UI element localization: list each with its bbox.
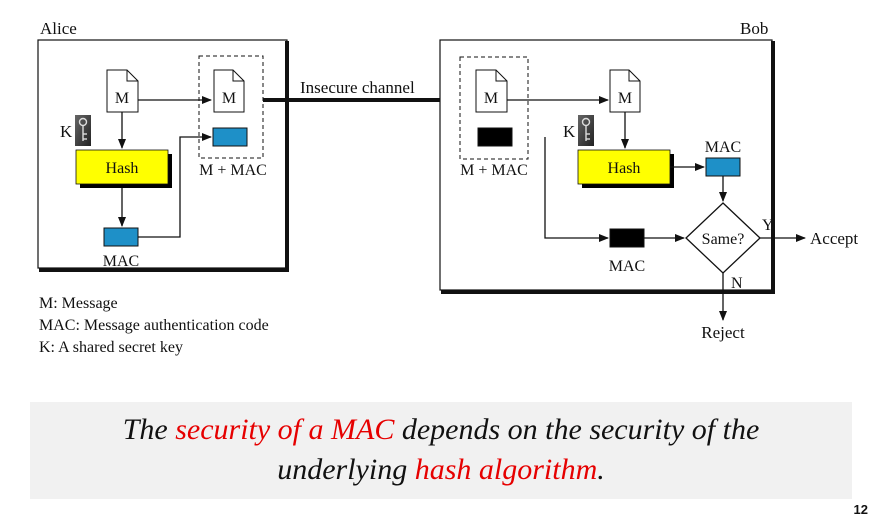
legend-line-key: K: A shared secret key xyxy=(39,339,183,356)
legend: M: Message MAC: Message authentication c… xyxy=(39,295,269,356)
bob-received-group: M xyxy=(459,56,529,160)
alice-arrows xyxy=(118,96,212,238)
caption-highlight-mac: security of a MAC xyxy=(175,413,395,446)
alice-mac-box xyxy=(103,227,139,247)
mac-diagram: Alice M K Hash MAC M M + MAC xyxy=(37,19,858,356)
bob-mac-bottom-label: MAC xyxy=(609,258,645,275)
alice-message-mac-group: M xyxy=(198,55,264,159)
bob-key-label: K xyxy=(563,122,576,141)
alice-pair-message-label: M xyxy=(222,90,236,107)
bob-title: Bob xyxy=(740,19,768,38)
bob-message-label: M xyxy=(618,90,632,107)
alice-message-label: M xyxy=(115,90,129,107)
bob-hash-box: Hash xyxy=(577,149,674,188)
caption-box: The security of a MAC depends on the sec… xyxy=(30,402,852,499)
alice-hash-box: Hash xyxy=(75,149,172,188)
yes-label: Y xyxy=(762,217,774,234)
alice-key-label: K xyxy=(60,122,73,141)
bob-arrows xyxy=(507,96,806,321)
alice-key-icon xyxy=(75,115,91,146)
compare-label: Same? xyxy=(702,231,745,248)
bob-computed-mac-box xyxy=(705,157,741,177)
caption-text: . xyxy=(597,453,605,486)
caption-line-2: underlying hash algorithm. xyxy=(30,450,852,490)
bob-hash-label: Hash xyxy=(608,160,641,177)
legend-line-message: M: Message xyxy=(39,295,118,312)
reject-label: Reject xyxy=(701,323,745,342)
legend-line-mac: MAC: Message authentication code xyxy=(39,317,269,334)
bob-message-doc: M xyxy=(609,69,641,113)
caption-text: The xyxy=(122,413,176,446)
alice-hash-label: Hash xyxy=(106,160,139,177)
bob-pair-label: M + MAC xyxy=(460,162,528,179)
caption-highlight-hash: hash algorithm xyxy=(414,453,598,486)
page-number: 12 xyxy=(853,502,868,517)
bob-received-mac-box xyxy=(609,228,645,248)
caption-line-1: The security of a MAC depends on the sec… xyxy=(30,410,852,450)
caption-text: underlying xyxy=(277,453,415,486)
accept-label: Accept xyxy=(810,229,858,248)
alice-title: Alice xyxy=(40,19,77,38)
bob-received-message-label: M xyxy=(484,90,498,107)
alice-message-doc: M xyxy=(106,69,139,113)
bob-key-icon xyxy=(578,115,594,146)
channel-label: Insecure channel xyxy=(300,78,415,97)
alice-mac-label: MAC xyxy=(103,253,139,270)
alice-pair-label: M + MAC xyxy=(199,162,267,179)
caption-text: depends on the security of the xyxy=(394,413,760,446)
no-label: N xyxy=(731,275,743,292)
bob-mac-top-label: MAC xyxy=(705,139,741,156)
